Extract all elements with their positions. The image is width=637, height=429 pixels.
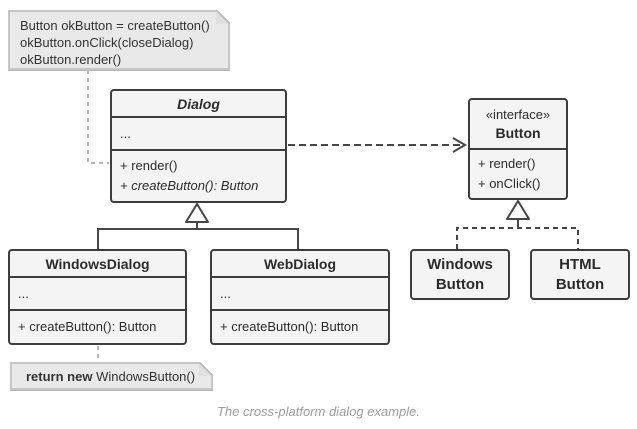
class-dialog-fields: ... <box>112 118 285 151</box>
interface-button-header: «interface» Button <box>470 100 566 150</box>
title-line: Button <box>555 275 605 293</box>
note-fold-corner-icon <box>216 10 230 24</box>
note-keyword: return new <box>26 368 93 384</box>
class-windows-dialog-fields: ... <box>10 278 185 311</box>
inheritance-connector-dialog <box>97 203 299 249</box>
note-fold-corner-icon <box>199 362 213 376</box>
class-windows-dialog: WindowsDialog ... + createButton(): Butt… <box>8 249 187 345</box>
class-web-dialog: WebDialog ... + createButton(): Button <box>210 249 390 345</box>
class-web-dialog-methods: + createButton(): Button <box>212 311 388 343</box>
class-dialog-methods: + render() + createButton(): Button <box>112 151 285 201</box>
client-code-note: Button okButton = createButton() okButto… <box>8 10 230 70</box>
title-line: Windows <box>427 255 493 273</box>
note-line: Button okButton = createButton() <box>20 18 210 33</box>
class-windows-dialog-title: WindowsDialog <box>10 251 185 278</box>
interface-stereotype: «interface» <box>485 107 551 122</box>
title-line: Button <box>435 275 485 293</box>
class-html-button-title: HTML Button <box>532 251 628 298</box>
class-web-dialog-fields: ... <box>212 278 388 311</box>
interface-button: «interface» Button + render() + onClick(… <box>468 98 568 200</box>
class-dialog-title: Dialog <box>112 91 285 118</box>
method-onclick: + onClick() <box>478 176 541 191</box>
realization-connector-button <box>456 200 579 249</box>
method-create-button: + createButton(): Button <box>120 178 259 193</box>
note-line: okButton.render() <box>20 52 122 67</box>
interface-button-methods: + render() + onClick() <box>470 150 566 198</box>
method-create-button: + createButton(): Button <box>18 319 157 334</box>
title-line: HTML <box>559 255 601 273</box>
dependency-arrow-dialog-to-button <box>288 137 467 153</box>
interface-button-title: Button <box>495 125 541 141</box>
figure-caption: The cross-platform dialog example. <box>216 404 421 419</box>
class-windows-button-title: Windows Button <box>412 251 508 298</box>
method-create-button: + createButton(): Button <box>220 319 359 334</box>
method-render: + render() <box>120 158 178 173</box>
class-windows-button: Windows Button <box>410 249 510 300</box>
class-html-button: HTML Button <box>530 249 630 300</box>
class-web-dialog-title: WebDialog <box>212 251 388 278</box>
note-code: WindowsButton() <box>92 368 196 384</box>
class-dialog: Dialog ... + render() + createButton(): … <box>110 89 287 203</box>
return-statement-note: return new WindowsButton() <box>10 362 213 390</box>
note-top-link-line <box>87 70 109 164</box>
class-windows-dialog-methods: + createButton(): Button <box>10 311 185 343</box>
note-line: okButton.onClick(closeDialog) <box>20 35 194 50</box>
method-render: + render() <box>478 156 536 171</box>
